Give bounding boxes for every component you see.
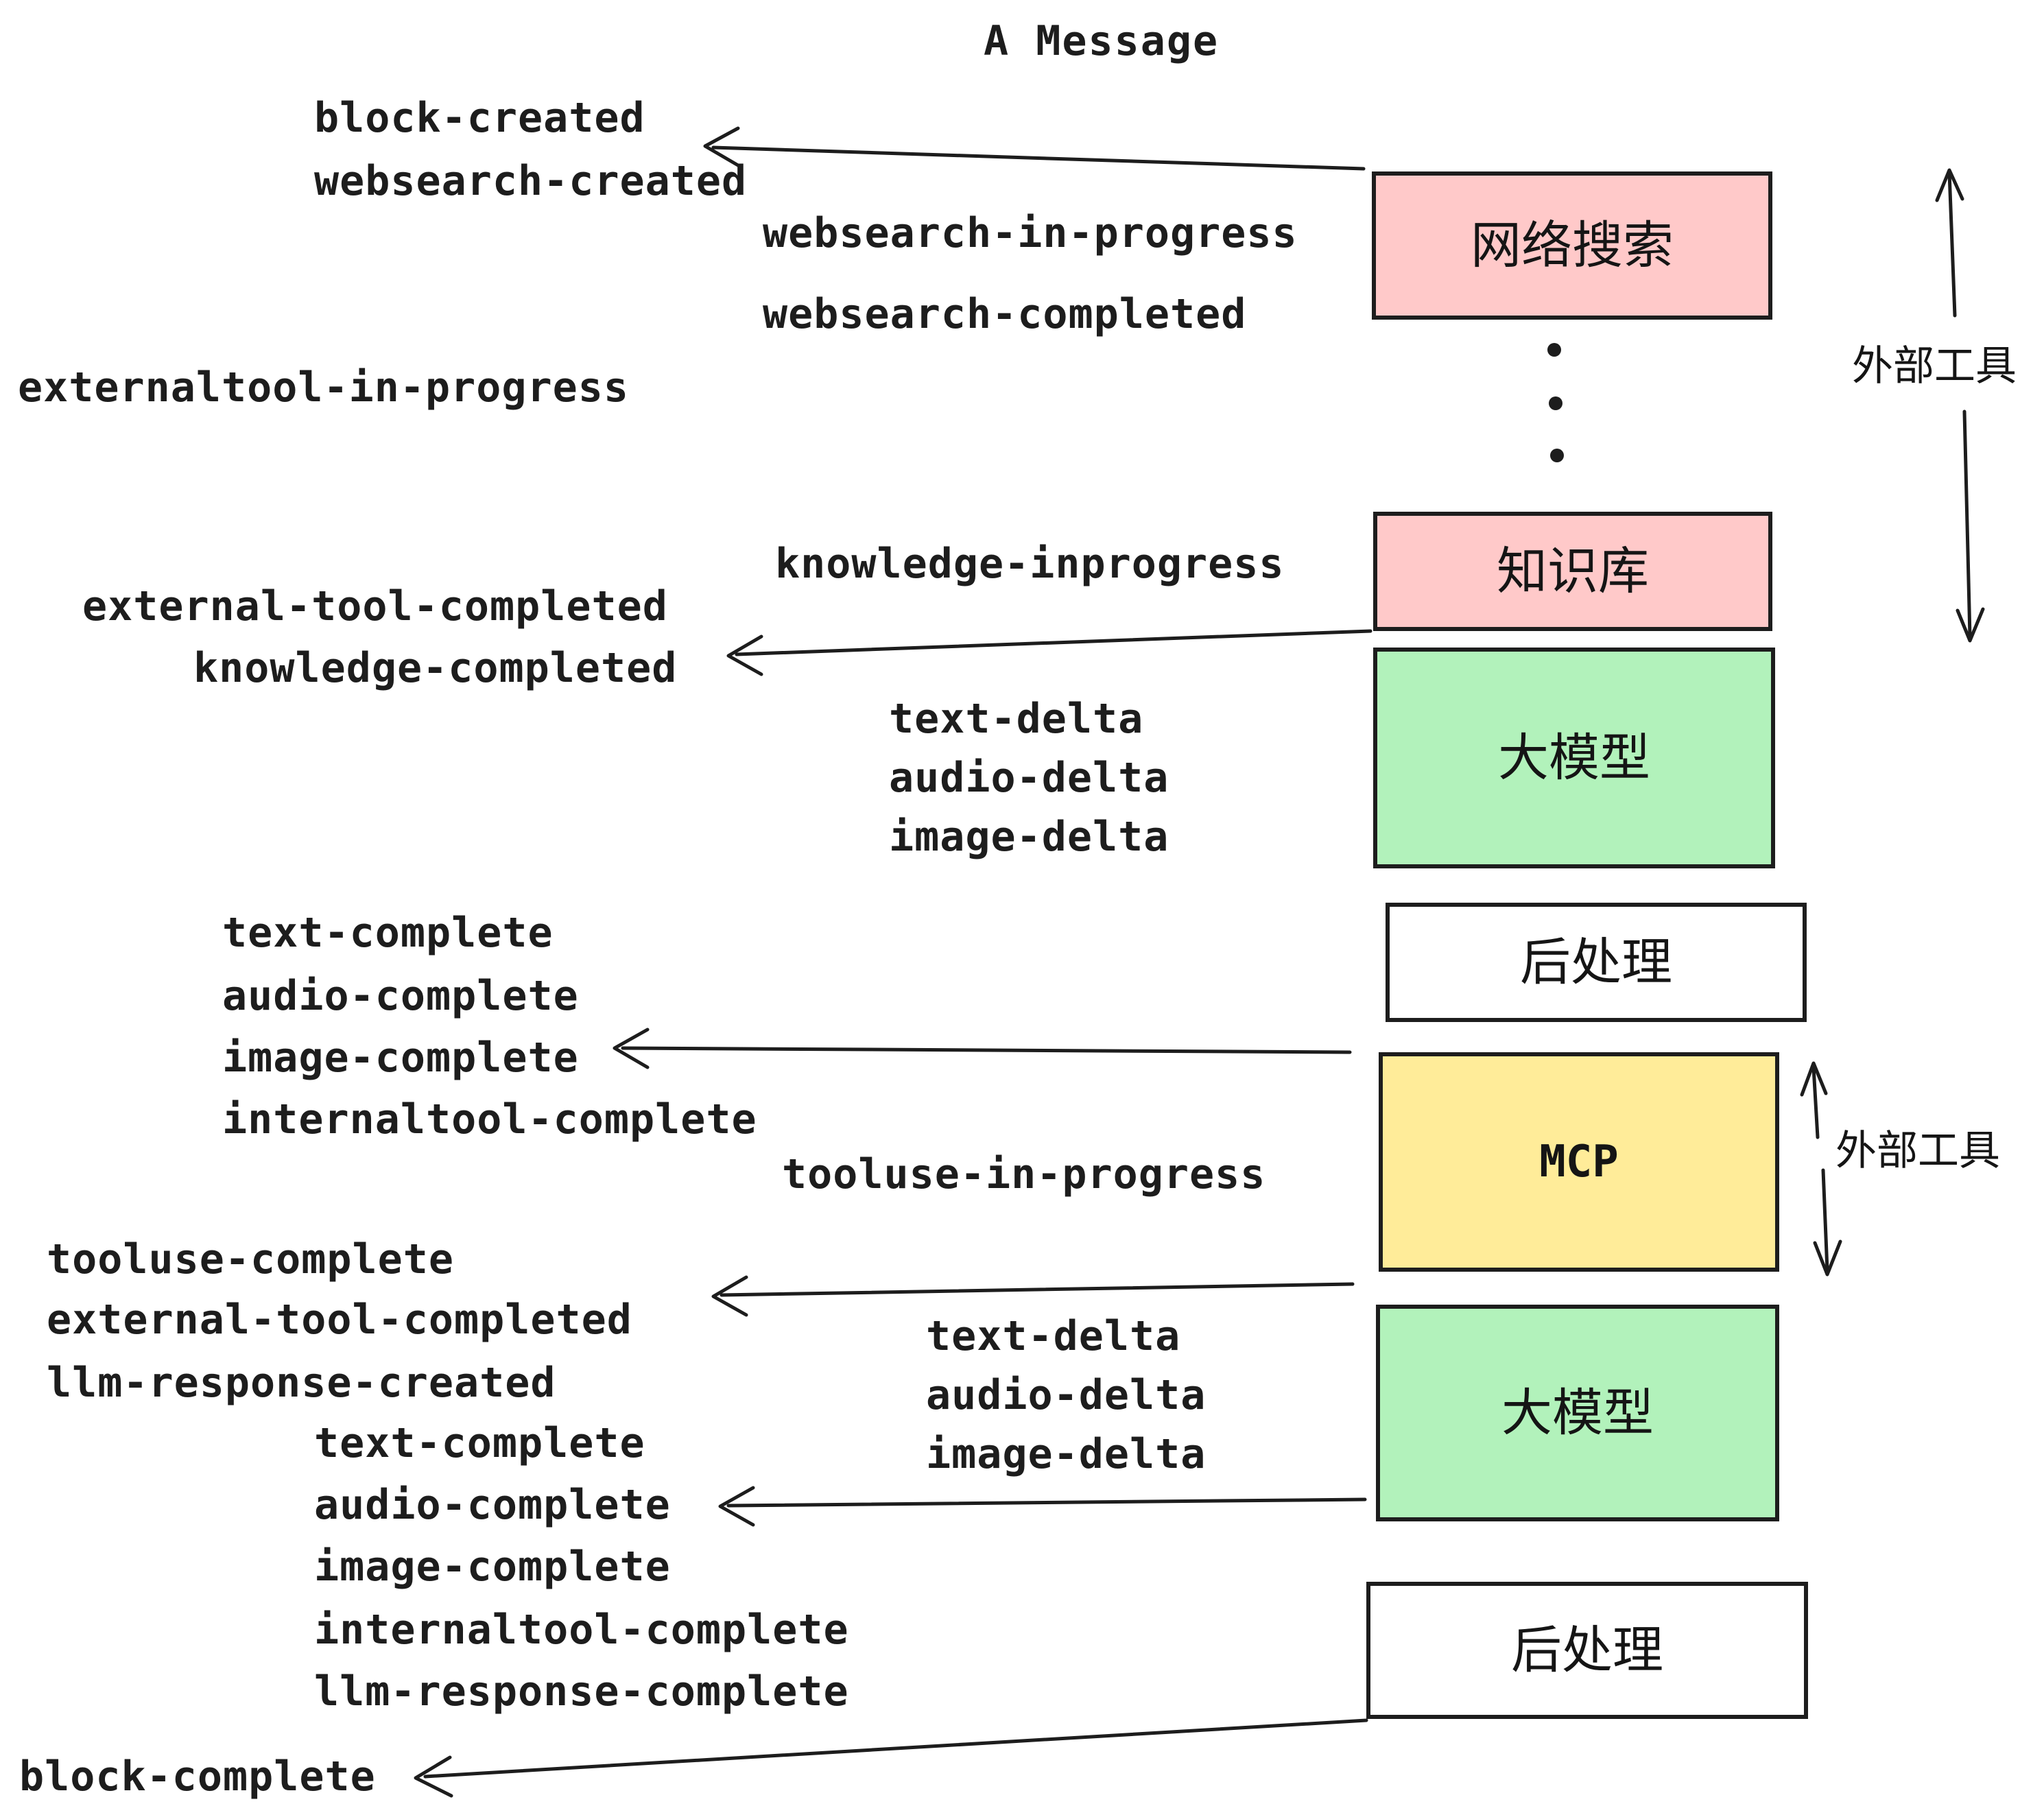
event-audio-delta-1: audio-delta (889, 754, 1169, 802)
event-external-tool-completed-1: external-tool-completed (82, 582, 668, 630)
box-mcp: MCP (1379, 1052, 1779, 1272)
event-external-tool-completed-2: external-tool-completed (47, 1296, 632, 1344)
external-tools-bottom-up-arrow (1800, 1061, 1828, 1139)
event-tooluse-in-progress: tooluse-in-progress (782, 1150, 1266, 1198)
external-tools-bottom-down-arrow (1813, 1168, 1842, 1277)
event-internaltool-complete-1: internaltool-complete (222, 1095, 757, 1143)
event-internaltool-complete-2: internaltool-complete (314, 1606, 849, 1654)
event-block-created: block-created (314, 94, 645, 142)
event-text-delta-2: text-delta (926, 1312, 1181, 1360)
box-postprocess-1-label: 后处理 (1520, 933, 1672, 992)
external-tools-top-up-arrow (1935, 168, 1964, 318)
box-llm-1-label: 大模型 (1498, 728, 1650, 787)
box-postprocess-1: 后处理 (1386, 903, 1807, 1022)
box-llm-1: 大模型 (1373, 648, 1775, 868)
event-knowledge-inprogress: knowledge-inprogress (775, 540, 1285, 588)
arrow-to-tooluse-complete (711, 1275, 1355, 1317)
event-image-delta-1: image-delta (889, 813, 1169, 861)
box-postprocess-2-label: 后处理 (1511, 1621, 1663, 1680)
box-llm-2-label: 大模型 (1501, 1384, 1654, 1443)
box-knowledge: 知识库 (1373, 512, 1772, 631)
event-image-complete-2: image-complete (314, 1543, 671, 1591)
event-knowledge-completed: knowledge-completed (193, 644, 678, 692)
event-text-complete-2: text-complete (314, 1419, 645, 1467)
box-postprocess-2: 后处理 (1366, 1582, 1808, 1719)
event-audio-complete-2: audio-complete (314, 1481, 671, 1529)
box-websearch-label: 网络搜索 (1471, 216, 1674, 275)
event-tooluse-complete: tooluse-complete (47, 1235, 454, 1283)
external-tools-top-label: 外部工具 (1852, 342, 2017, 390)
arrow-to-block-created (703, 126, 1366, 171)
event-websearch-created: websearch-created (314, 157, 748, 205)
vertical-ellipsis (1547, 343, 1564, 462)
event-text-delta-1: text-delta (889, 695, 1144, 743)
arrow-to-audio-complete (718, 1486, 1367, 1527)
event-llm-response-created: llm-response-created (47, 1359, 556, 1407)
event-image-delta-2: image-delta (926, 1430, 1207, 1478)
box-mcp-label: MCP (1539, 1137, 1619, 1187)
arrow-to-block-complete (414, 1718, 1368, 1798)
box-llm-2: 大模型 (1376, 1305, 1779, 1521)
event-audio-complete-1: audio-complete (222, 972, 579, 1020)
event-audio-delta-2: audio-delta (926, 1371, 1207, 1419)
event-image-complete-1: image-complete (222, 1034, 579, 1082)
external-tools-bottom-label: 外部工具 (1835, 1127, 2000, 1175)
box-websearch: 网络搜索 (1372, 171, 1772, 320)
event-block-complete: block-complete (19, 1753, 376, 1801)
event-websearch-in-progress: websearch-in-progress (763, 209, 1298, 257)
external-tools-top-down-arrow (1956, 410, 1985, 643)
event-websearch-completed: websearch-completed (763, 290, 1247, 338)
event-llm-response-complete: llm-response-complete (314, 1667, 849, 1716)
diagram-title: A Message (984, 17, 1220, 65)
event-externaltool-in-progress: externaltool-in-progress (18, 364, 629, 412)
event-text-complete-1: text-complete (222, 909, 554, 957)
box-knowledge-label: 知识库 (1497, 542, 1649, 601)
arrow-to-image-complete (613, 1028, 1352, 1069)
arrow-to-knowledge-completed (726, 629, 1372, 676)
